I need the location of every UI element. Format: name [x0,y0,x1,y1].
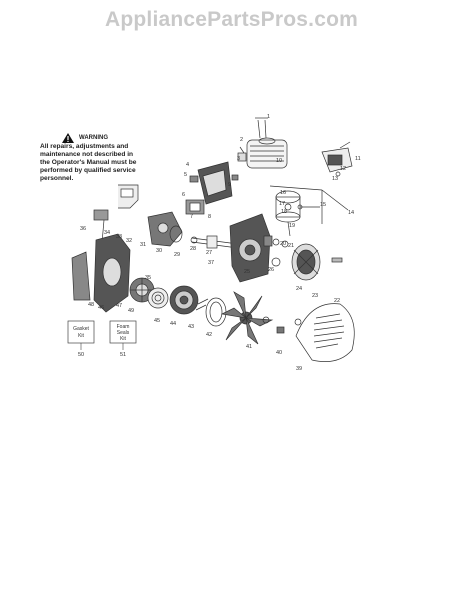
muffler-gasket-part[interactable] [185,199,205,215]
callout-24: 24 [296,286,302,292]
seal-part[interactable] [272,238,280,246]
callout-32: 32 [126,238,132,244]
callout-39: 39 [296,366,302,372]
warning-line: the Operator's Manual must be [40,159,137,166]
screw-part[interactable] [195,298,209,311]
gasket-kit-number: 50 [78,352,84,358]
warning-line: maintenance not described in [40,151,134,158]
callout-46: 46 [98,305,104,311]
callout-33: 33 [116,234,122,240]
foam-kit-label: Kit [120,336,126,342]
warning-line: personnel. [40,175,74,182]
callout-37: 37 [208,260,214,266]
callout-41: 41 [246,344,252,350]
callout-14: 14 [348,210,354,216]
gasket-kit-label: Kit [78,333,84,339]
washer-part[interactable] [262,316,270,324]
callout-49: 49 [128,308,134,314]
ignition-module-part[interactable] [321,141,353,177]
callout-21: 21 [288,243,294,249]
callout-13: 13 [332,176,338,182]
warning-header: WARNING [40,133,210,143]
crankcase-part[interactable] [229,213,273,283]
watermark-text: AppliancePartsPros.com [105,8,358,31]
callout-19: 19 [289,223,295,229]
foam-kit-number: 51 [120,352,126,358]
seal-part[interactable] [271,257,281,267]
gasket-kit-label: Gasket [73,326,89,332]
leader-line [269,185,323,191]
callout-8: 8 [208,214,211,220]
callout-5: 5 [184,172,187,178]
foam-seals-kit-box[interactable]: Foam Seals Kit 51 [109,320,137,358]
leader-line [321,189,349,211]
callout-3: 3 [237,156,240,162]
callout-34: 34 [104,230,110,236]
washer-part[interactable] [294,318,302,326]
callout-7: 7 [190,214,193,220]
callout-47: 47 [116,303,122,309]
callout-17: 17 [279,201,285,207]
flywheel-part[interactable] [291,243,321,281]
callout-43: 43 [188,324,194,330]
intake-adapter-part[interactable] [147,211,183,247]
callout-10: 10 [276,158,282,164]
callout-2: 2 [240,137,243,143]
muffler-part[interactable] [189,161,239,205]
callout-42: 42 [206,332,212,338]
callout-4: 4 [186,162,189,168]
callout-26: 26 [268,267,274,273]
warning-notice: WARNING All repairs, adjustments and mai… [40,133,210,183]
callout-30: 30 [156,248,162,254]
warning-line: All repairs, adjustments and [40,143,129,150]
spark-plug-part[interactable] [237,146,247,162]
callout-6: 6 [182,192,185,198]
callout-44: 44 [170,321,176,327]
callout-36: 36 [80,226,86,232]
cylinder-screw-part[interactable] [255,117,268,139]
callout-29: 29 [174,252,180,258]
callout-25: 25 [244,269,250,275]
callout-28: 28 [190,246,196,252]
callout-18: 18 [281,209,287,215]
callout-15: 15 [320,202,326,208]
fan-part[interactable] [220,291,274,345]
foam-kit-label: Foam [117,324,130,330]
warning-line: performed by qualified service [40,167,136,174]
fan-cover-part[interactable] [295,303,355,362]
o-ring-part[interactable] [169,225,183,243]
callout-20: 20 [280,241,286,247]
callout-11: 11 [355,156,361,162]
fan-housing-part[interactable] [71,233,131,313]
recoil-assembly-part[interactable] [169,285,199,315]
callout-35: 35 [145,275,151,281]
cylinder-part[interactable] [246,137,288,169]
warning-triangle-icon [62,133,74,143]
nut-part[interactable] [276,326,285,334]
piston-part[interactable] [275,190,320,237]
warning-title: WARNING [79,135,108,141]
foam-kit-label: Seals [117,330,130,336]
bracket-part[interactable] [118,184,139,209]
callout-40: 40 [276,350,282,356]
callout-27: 27 [206,250,212,256]
callout-45: 45 [154,318,160,324]
callout-31: 31 [140,242,146,248]
callout-23: 23 [312,293,318,299]
callout-12: 12 [340,166,346,172]
callout-9: 9 [228,182,231,188]
callout-16: 16 [280,190,286,196]
bearing-part[interactable] [281,240,289,248]
gasket-kit-box[interactable]: Gasket Kit 50 [67,320,95,358]
ring-part[interactable] [205,297,227,327]
callout-labels: 1 2 3 4 5 6 7 8 9 10 11 12 13 14 15 16 1… [80,114,361,372]
starter-spring-part[interactable] [147,287,169,309]
callout-48: 48 [88,302,94,308]
warning-body: All repairs, adjustments and maintenance… [40,143,210,183]
callout-22: 22 [334,298,340,304]
crankshaft-part[interactable] [190,235,239,249]
callout-1: 1 [267,114,270,120]
nut-part[interactable] [331,257,343,263]
